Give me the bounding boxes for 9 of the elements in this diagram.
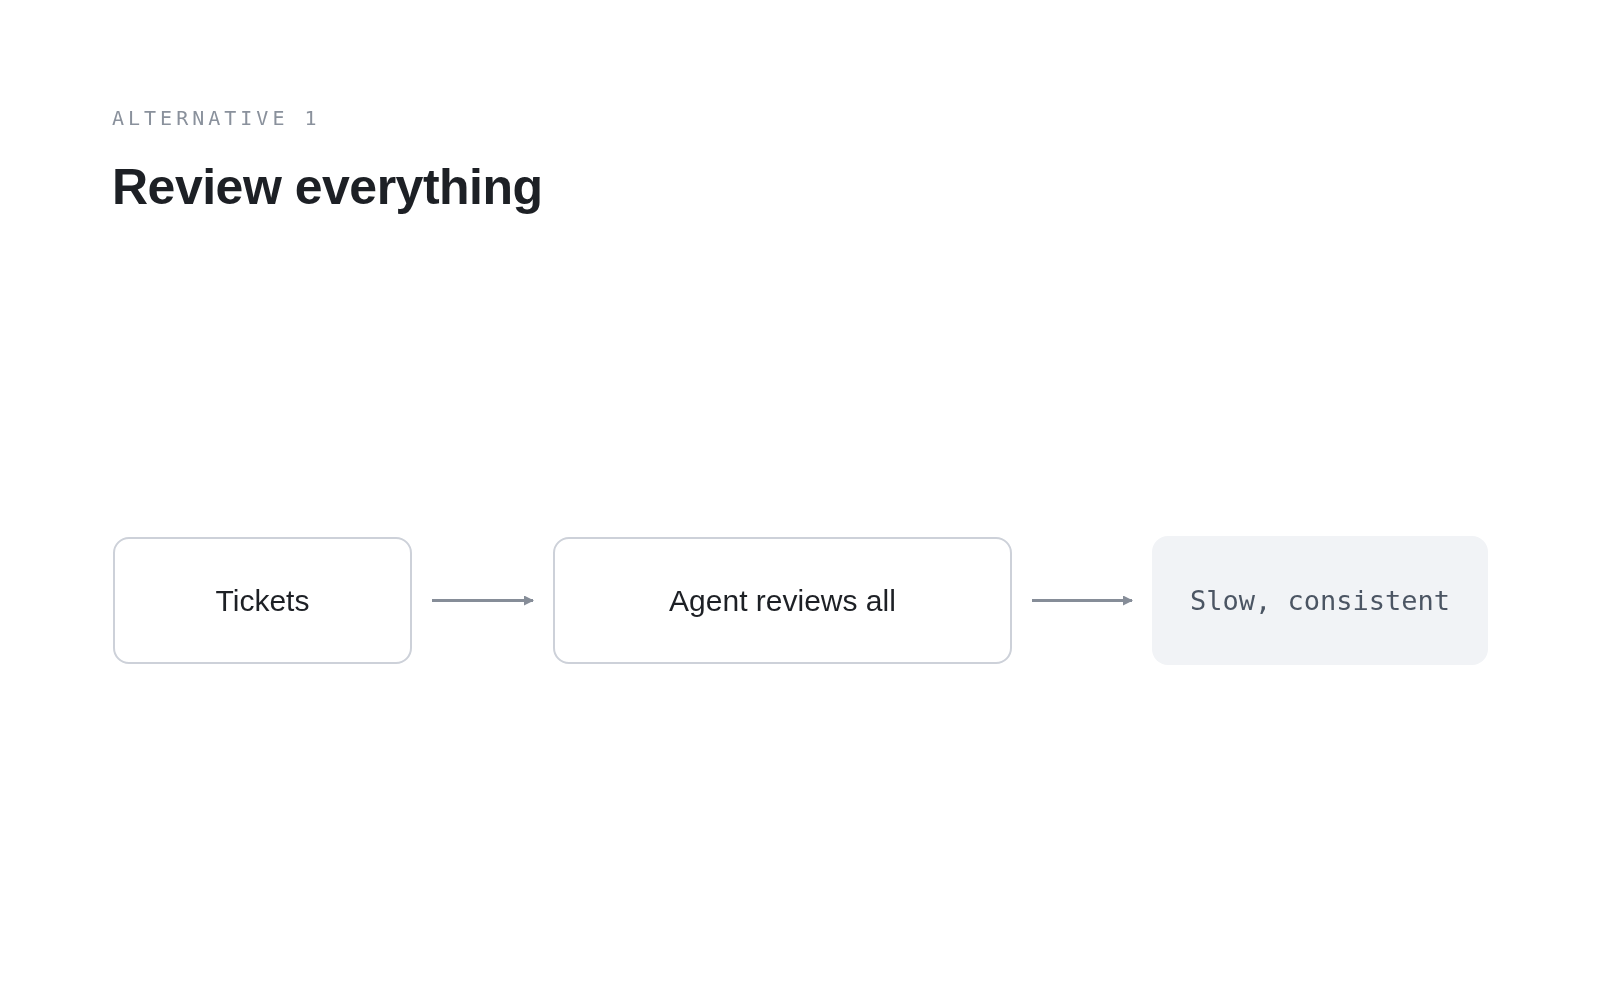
arrow <box>432 595 534 606</box>
title: Review everything <box>112 158 543 216</box>
process-box <box>113 537 412 664</box>
node-text: Agent reviews all <box>669 583 896 618</box>
eyebrow-label: ALTERNATIVE 1 <box>112 106 321 130</box>
arrow <box>1032 595 1133 606</box>
node-text: Slow, consistent <box>1189 585 1451 616</box>
process-box <box>553 537 1012 664</box>
node-text: Tickets <box>215 583 310 618</box>
